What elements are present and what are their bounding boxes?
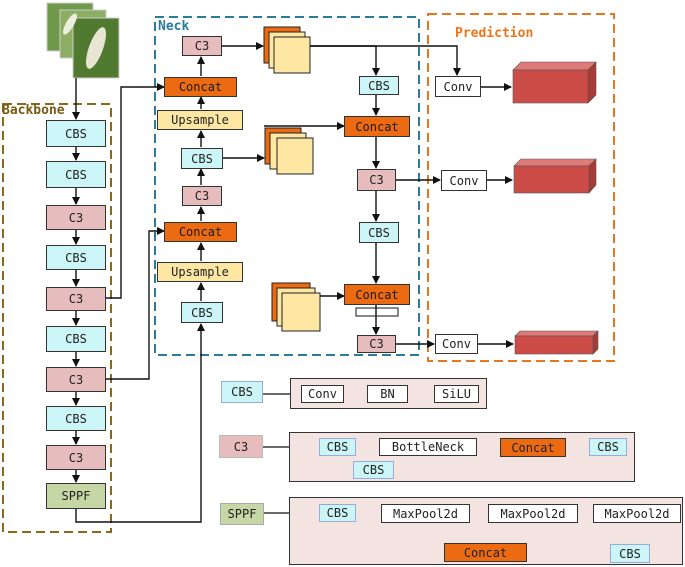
output-block-medium	[513, 158, 597, 194]
neck-concat-2: Concat	[164, 222, 237, 242]
backbone-c3-4: C3	[46, 445, 106, 470]
legend-cbs-bn: BN	[367, 385, 408, 403]
neck-right-cbs-1: CBS	[359, 76, 399, 95]
backbone-c3-2: C3	[46, 287, 106, 311]
legend-sppf-maxpool-3: MaxPool2d	[593, 504, 681, 523]
backbone-cbs-5: CBS	[46, 406, 106, 431]
backbone-cbs-1: CBS	[46, 120, 106, 147]
prediction-conv-2: Conv	[441, 170, 487, 191]
legend-c3-branch-cbs: CBS	[353, 461, 394, 479]
neck-right-c3-2: C3	[357, 335, 396, 353]
legend-c3-bottleneck: BottleNeck	[379, 438, 477, 456]
legend-sppf-concat: Concat	[444, 543, 527, 562]
neck-right-c3-1: C3	[357, 169, 396, 191]
neck-upsample-1: Upsample	[157, 110, 243, 130]
legend-sppf-maxpool-2: MaxPool2d	[488, 504, 578, 523]
neck-upsample-2: Upsample	[157, 262, 243, 282]
feature-map-stack-bottom	[271, 282, 321, 332]
neck-right-concat-2: Concat	[344, 284, 410, 305]
feature-map-stack-middle	[264, 127, 314, 175]
legend-sppf-maxpool-1: MaxPool2d	[381, 504, 470, 523]
backbone-title: Backbone	[2, 103, 65, 118]
legend-cbs-key: CBS	[221, 381, 263, 403]
neck-cbs-2: CBS	[181, 302, 223, 323]
prediction-border	[427, 13, 615, 362]
backbone-border	[2, 103, 112, 533]
legend-cbs-silu: SiLU	[434, 385, 479, 403]
backbone-c3-1: C3	[46, 205, 106, 230]
legend-sppf-out-cbs: CBS	[610, 544, 650, 563]
neck-title: Neck	[158, 19, 190, 34]
prediction-title: Prediction	[455, 26, 534, 41]
output-block-small	[514, 330, 599, 355]
backbone-cbs-2: CBS	[46, 161, 106, 188]
legend-c3-key: C3	[219, 435, 263, 458]
prediction-conv-3: Conv	[435, 334, 478, 354]
neck-right-concat-1: Concat	[344, 116, 410, 137]
legend-c3-cbs-2: CBS	[589, 438, 627, 456]
backbone-c3-3: C3	[46, 367, 106, 392]
legend-c3-concat: Concat	[500, 438, 566, 457]
prediction-conv-1: Conv	[435, 76, 481, 97]
legend-cbs-conv: Conv	[301, 385, 344, 403]
backbone-cbs-4: CBS	[46, 326, 106, 352]
neck-border	[154, 16, 420, 356]
feature-map-stack-top	[263, 26, 311, 74]
legend-sppf-key: SPPF	[220, 503, 264, 525]
neck-right-cbs-2: CBS	[359, 222, 399, 243]
neck-concat-1: Concat	[164, 77, 237, 97]
backbone-cbs-3: CBS	[46, 245, 106, 270]
neck-c3-mid: C3	[182, 186, 222, 206]
backbone-sppf: SPPF	[46, 483, 106, 509]
neck-cbs-1: CBS	[181, 148, 223, 169]
legend-c3-cbs-1: CBS	[319, 438, 356, 456]
input-image-stack	[46, 2, 120, 79]
output-block-large	[512, 61, 597, 104]
legend-sppf-cbs: CBS	[319, 504, 356, 522]
neck-c3-top: C3	[182, 36, 222, 56]
